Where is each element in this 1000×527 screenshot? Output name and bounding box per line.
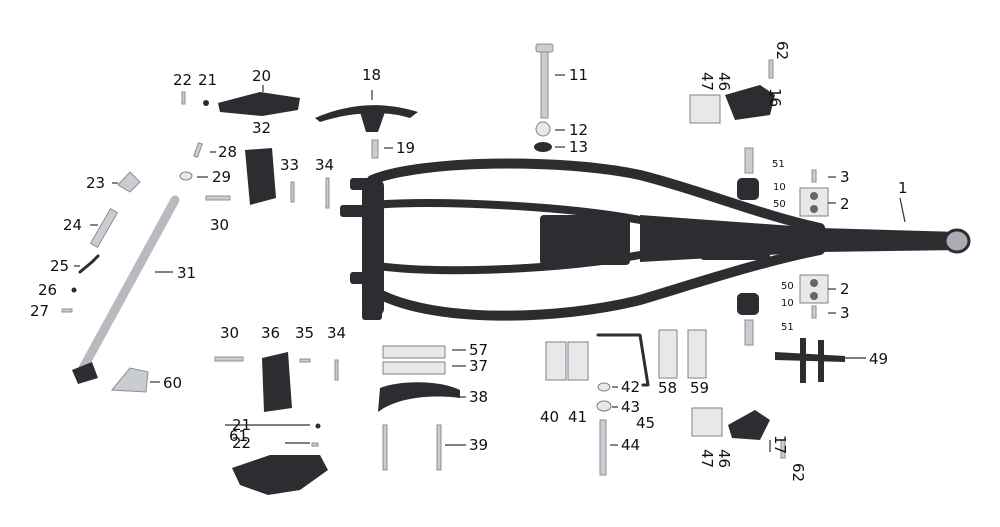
- label-30: 30: [210, 216, 229, 234]
- rubber-bushing: [737, 178, 759, 200]
- label-3: 3: [840, 168, 850, 186]
- label-38: 38: [469, 388, 488, 406]
- label-62: 62: [773, 41, 791, 60]
- label-59: 59: [690, 379, 709, 397]
- label-21: 21: [198, 71, 217, 89]
- label-11: 11: [569, 66, 588, 84]
- label-1: 1: [898, 179, 908, 197]
- label-30: 30: [220, 324, 239, 342]
- screw: [811, 305, 817, 319]
- label-23: 23: [86, 174, 105, 192]
- label-49: 49: [869, 350, 888, 368]
- label-44: 44: [621, 436, 640, 454]
- label-42: 42: [621, 378, 640, 396]
- label-3: 3: [840, 304, 850, 322]
- pin: [214, 356, 244, 362]
- footpeg: [262, 352, 292, 412]
- label-18: 18: [362, 66, 381, 84]
- cross-bracket: [378, 382, 460, 412]
- label-16: 16: [766, 88, 784, 107]
- label-36: 36: [261, 324, 280, 342]
- label-28: 28: [218, 143, 237, 161]
- label-39: 39: [469, 436, 488, 454]
- plate: [382, 345, 446, 359]
- label-46: 46: [715, 449, 733, 468]
- label-2: 2: [840, 280, 850, 298]
- long-bolt: [535, 43, 554, 119]
- label-47: 47: [698, 449, 716, 468]
- bolt: [599, 419, 607, 476]
- label-57: 57: [469, 341, 488, 359]
- label-35: 35: [295, 324, 314, 342]
- bolt: [744, 319, 754, 346]
- label-50: 50: [781, 281, 794, 292]
- chain-guard: [218, 92, 300, 116]
- label-25: 25: [50, 257, 69, 275]
- label-22: 22: [173, 71, 192, 89]
- bolt: [371, 139, 379, 159]
- stand-foot: [110, 367, 149, 393]
- plate: [567, 341, 589, 381]
- screw: [811, 169, 817, 183]
- footpeg: [245, 148, 276, 205]
- top-bracket: [315, 105, 418, 122]
- label-20: 20: [252, 67, 271, 85]
- label-60: 60: [163, 374, 182, 392]
- label-32: 32: [252, 119, 271, 137]
- label-40: 40: [540, 408, 559, 426]
- label-62: 62: [789, 463, 807, 482]
- plate: [382, 361, 446, 375]
- pin: [205, 195, 231, 201]
- label-24: 24: [63, 216, 82, 234]
- label-10: 10: [773, 182, 786, 193]
- label-29: 29: [212, 168, 231, 186]
- label-58: 58: [658, 379, 677, 397]
- label-37: 37: [469, 357, 488, 375]
- label-34: 34: [315, 156, 334, 174]
- label-10: 10: [781, 298, 794, 309]
- spring: [89, 207, 119, 249]
- label-17: 17: [771, 435, 789, 454]
- side-stand: [77, 195, 180, 375]
- cable-guide: [775, 338, 845, 383]
- heel-guard: [232, 455, 328, 495]
- bolt: [744, 147, 754, 174]
- label-41: 41: [568, 408, 587, 426]
- label-45: 45: [636, 414, 655, 432]
- label-33: 33: [280, 156, 299, 174]
- label-13: 13: [569, 138, 588, 156]
- label-19: 19: [396, 139, 415, 157]
- plate: [545, 341, 567, 381]
- rubber-bushing: [737, 293, 759, 315]
- main-frame: [340, 158, 971, 321]
- engine-mount-bracket-bottom: [691, 407, 786, 459]
- washer: [535, 121, 551, 137]
- label-31: 31: [177, 264, 196, 282]
- label-26: 26: [38, 281, 57, 299]
- label-43: 43: [621, 398, 640, 416]
- label-47: 47: [698, 72, 716, 91]
- label-27: 27: [30, 302, 49, 320]
- label-12: 12: [569, 121, 588, 139]
- nut: [534, 142, 552, 152]
- label-50: 50: [773, 199, 786, 210]
- label-61: 61: [229, 427, 248, 445]
- label-21: 21: [232, 416, 251, 434]
- engine-mount-bracket-top: [689, 59, 775, 124]
- label-46: 46: [715, 72, 733, 91]
- label-51: 51: [772, 159, 785, 170]
- label-22: 22: [232, 434, 251, 452]
- label-2: 2: [840, 195, 850, 213]
- label-51: 51: [781, 322, 794, 333]
- stand-bracket: [117, 171, 141, 193]
- label-34: 34: [327, 324, 346, 342]
